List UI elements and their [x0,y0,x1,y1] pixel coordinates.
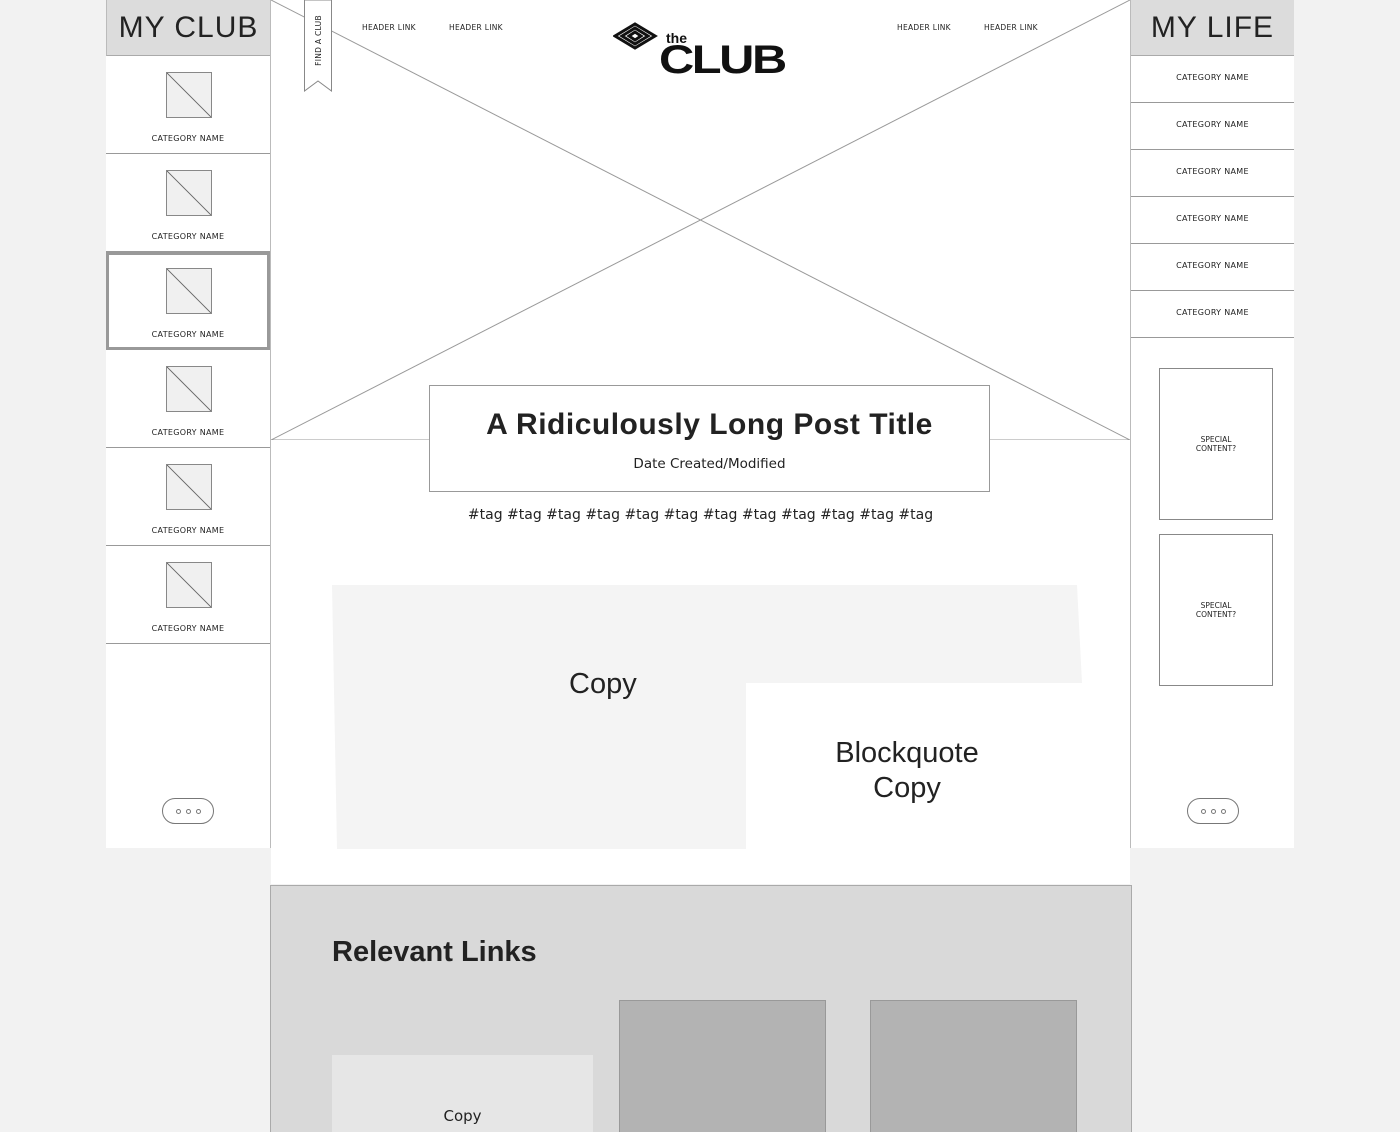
special-content-label: SPECIAL CONTENT? [1195,601,1237,619]
right-category-item[interactable]: CATEGORY NAME [1131,291,1294,338]
image-placeholder-icon [166,170,212,216]
right-category-item[interactable]: CATEGORY NAME [1131,197,1294,244]
left-sidebar: MY CLUB CATEGORY NAME CATEGORY NAME CATE… [106,0,271,848]
blockquote: Blockquote Copy [771,736,1043,806]
header-link[interactable]: HEADER LINK [449,23,503,32]
dot-icon [1220,808,1226,814]
image-placeholder-icon [166,464,212,510]
post-tags[interactable]: #tag #tag #tag #tag #tag #tag #tag #tag … [467,507,934,523]
logo-the-text: the [666,30,687,46]
image-placeholder-icon [166,268,212,314]
special-content-card[interactable]: SPECIAL CONTENT? [1159,534,1273,686]
left-category-item[interactable]: CATEGORY NAME [106,546,270,644]
post-date: Date Created/Modified [633,456,786,472]
dot-icon [1210,808,1216,814]
category-label: CATEGORY NAME [151,232,225,241]
right-category-item[interactable]: CATEGORY NAME [1131,150,1294,197]
copy-text: Copy [569,668,637,700]
logo-club-text: CLUB [659,38,787,82]
club-logo-icon[interactable] [613,22,788,80]
relevant-link-card[interactable] [619,1000,826,1132]
right-category-item[interactable]: CATEGORY NAME [1131,56,1294,103]
left-category-list: CATEGORY NAME CATEGORY NAME CATEGORY NAM… [106,56,270,644]
header-link[interactable]: HEADER LINK [897,23,951,32]
link-card-copy: Copy [443,1107,482,1125]
image-placeholder-icon [166,366,212,412]
image-placeholder-icon [166,562,212,608]
special-content-label: SPECIAL CONTENT? [1195,435,1237,453]
left-category-item[interactable]: CATEGORY NAME [106,350,270,448]
header-link[interactable]: HEADER LINK [362,23,416,32]
more-button[interactable] [162,798,214,824]
left-category-item-active[interactable]: CATEGORY NAME [106,252,270,350]
main-content: FIND A CLUB HEADER LINK HEADER LINK HEAD… [271,0,1130,884]
blockquote-line: Copy [873,772,941,804]
dot-icon [1200,808,1206,814]
dot-icon [185,808,191,814]
find-a-club-link[interactable]: FIND A CLUB [313,14,323,66]
my-club-title: MY CLUB [106,0,270,56]
find-a-club-ribbon [304,0,332,92]
dot-icon [175,808,181,814]
dot-icon [195,808,201,814]
right-category-item[interactable]: CATEGORY NAME [1131,244,1294,291]
blockquote-line: Blockquote [835,737,979,769]
right-sidebar: MY LIFE CATEGORY NAME CATEGORY NAME CATE… [1130,0,1294,848]
category-label: CATEGORY NAME [151,428,225,437]
category-label: CATEGORY NAME [151,526,225,535]
left-category-item[interactable]: CATEGORY NAME [106,448,270,546]
special-content-card[interactable]: SPECIAL CONTENT? [1159,368,1273,520]
header-link[interactable]: HEADER LINK [984,23,1038,32]
left-category-item[interactable]: CATEGORY NAME [106,56,270,154]
relevant-links-section: Relevant Links Copy [270,885,1132,1132]
my-life-title: MY LIFE [1131,0,1294,56]
image-placeholder-icon [166,72,212,118]
post-title-box: A Ridiculously Long Post Title Date Crea… [429,385,990,492]
category-label: CATEGORY NAME [151,624,225,633]
category-label: CATEGORY NAME [151,134,225,143]
hero-image-placeholder [271,0,1130,440]
relevant-link-card[interactable]: Copy [332,1055,593,1132]
post-title: A Ridiculously Long Post Title [486,408,933,441]
relevant-links-title: Relevant Links [332,936,537,968]
category-label: CATEGORY NAME [151,330,225,339]
left-category-item[interactable]: CATEGORY NAME [106,154,270,252]
right-category-item[interactable]: CATEGORY NAME [1131,103,1294,150]
relevant-link-card[interactable] [870,1000,1077,1132]
more-button[interactable] [1187,798,1239,824]
